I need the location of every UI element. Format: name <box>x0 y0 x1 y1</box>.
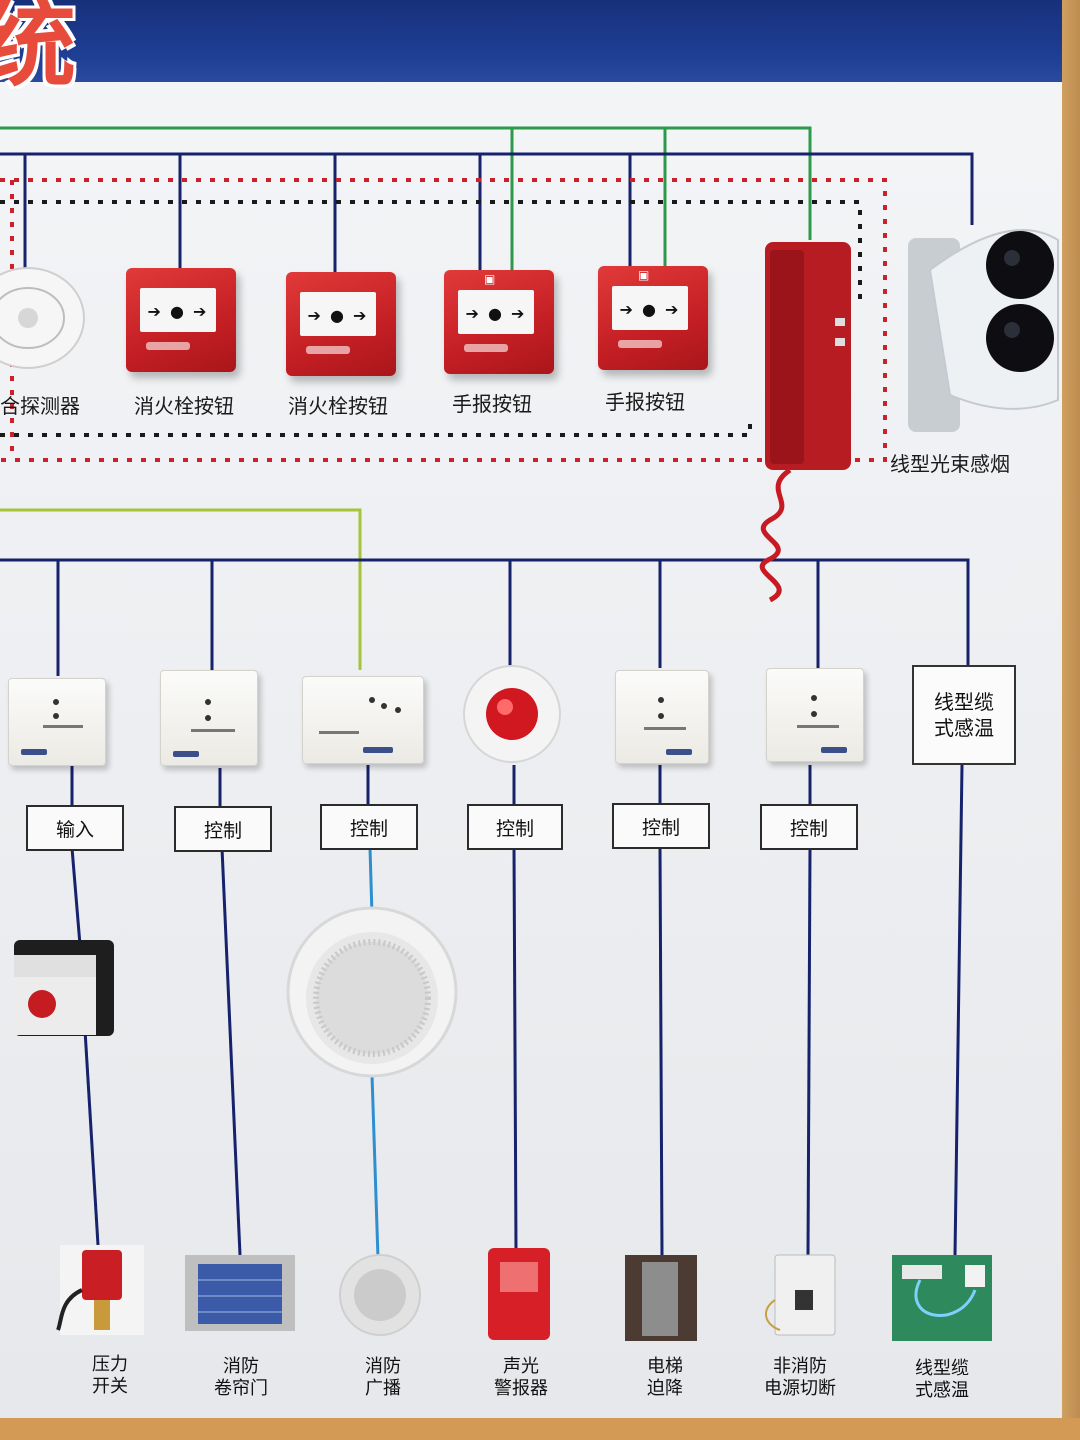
linear-heat-box-text: 线型缆 式感温 <box>934 690 994 740</box>
arrows-icon: ➔ ● ➔ <box>307 306 369 325</box>
top-label-manual-alarm-2: 手报按钮 <box>605 390 685 414</box>
rolling-shutter-photo <box>185 1255 295 1331</box>
arrows-icon: ➔ ● ➔ <box>619 300 681 319</box>
linear-heat-box: 线型缆 式感温 <box>912 665 1016 765</box>
arrows-icon: ➔ ● ➔ <box>465 304 527 323</box>
navy-bus-middle <box>0 558 970 665</box>
brand-logo <box>306 346 350 354</box>
fire-icon: ▣ <box>484 272 496 286</box>
black-dotted-loop <box>0 200 862 300</box>
hydrant-button-2: ➔ ● ➔ <box>286 272 396 376</box>
bottom-label-pressure-switch: 压力 开关 <box>92 1354 128 1397</box>
board-frame-bottom <box>0 1418 1080 1440</box>
fire-icon: ▣ <box>638 268 650 282</box>
bottom-label-rolling-shutter: 消防 卷帘门 <box>214 1356 268 1399</box>
banner-title-partial: 统 <box>0 0 78 100</box>
io-module-1 <box>160 670 258 766</box>
beam-detector-label: 线型光束感烟 <box>890 452 1010 476</box>
elevator-photo <box>625 1255 697 1341</box>
function-box-control-2: 控制 <box>320 804 418 850</box>
bottom-label-linear-heat: 线型缆 式感温 <box>915 1358 969 1401</box>
function-box-control-1: 控制 <box>174 806 272 852</box>
linear-heat-cable-photo <box>892 1255 992 1341</box>
pressure-switch-photo <box>56 1245 144 1335</box>
brand-logo <box>464 344 508 352</box>
brand-logo <box>618 340 662 348</box>
navy-bus-top <box>0 152 974 225</box>
sound-light-alarm-photo <box>488 1248 550 1340</box>
output-module <box>302 676 424 764</box>
function-box-control-3: 控制 <box>467 804 563 850</box>
top-label-composite-detector: 合探测器 <box>0 394 80 418</box>
hydrant-button-1: ➔ ● ➔ <box>126 268 236 372</box>
top-label-hydrant-1: 消火栓按钮 <box>134 394 234 418</box>
manual-alarm-button-2: ▣ ➔ ● ➔ <box>598 266 708 370</box>
wiring-diagram <box>0 126 1059 1341</box>
io-module-3 <box>766 668 864 762</box>
bottom-label-elevator: 电梯 迫降 <box>647 1356 683 1399</box>
function-box-control-5: 控制 <box>760 804 858 850</box>
function-box-input: 输入 <box>26 805 124 851</box>
title-banner: 统 <box>0 0 1062 100</box>
green-bus-top <box>0 126 812 240</box>
composite-detector <box>0 267 85 369</box>
display-board: 统 <box>0 0 1062 1420</box>
top-label-hydrant-2: 消火栓按钮 <box>288 394 388 418</box>
red-dotted-loop <box>0 178 887 462</box>
broadcast-speaker-photo <box>339 1254 421 1336</box>
io-module-2 <box>615 670 709 764</box>
bottom-label-power-cutoff: 非消防 电源切断 <box>764 1356 836 1399</box>
bottom-label-broadcast: 消防 广播 <box>365 1356 401 1399</box>
circuit-breaker-photo <box>765 1254 836 1336</box>
manual-alarm-button-1: ▣ ➔ ● ➔ <box>444 270 554 374</box>
function-box-control-4: 控制 <box>612 803 710 849</box>
board-frame-right <box>1062 0 1080 1440</box>
top-label-manual-alarm-1: 手报按钮 <box>452 392 532 416</box>
arrows-icon: ➔ ● ➔ <box>147 302 209 321</box>
input-module <box>8 678 106 766</box>
bottom-label-sound-light-alarm: 声光 警报器 <box>494 1356 548 1399</box>
brand-logo <box>146 342 190 350</box>
lime-bus <box>0 508 362 670</box>
